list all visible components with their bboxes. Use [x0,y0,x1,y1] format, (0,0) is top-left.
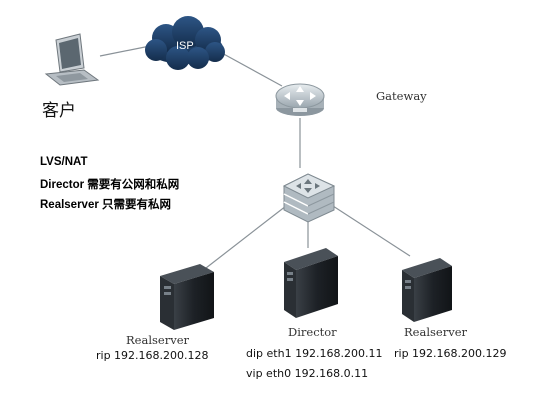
gateway-router-icon [275,83,325,116]
laptop-icon [44,33,100,86]
realserver-left-tower-icon [160,264,214,330]
isp-label: ISP [176,40,194,52]
note-line-3: Realserver 只需要有私网 [40,199,172,211]
link-switch-right [332,205,411,257]
link-switch-left [205,205,287,269]
switch-icon [282,173,336,223]
realserver-right-tower-icon [402,258,452,322]
realserver-right-name: Realserver [404,325,468,339]
director-vip: vip eth0 192.168.0.11 [246,367,369,380]
realserver-right-rip: rip 192.168.200.129 [394,347,507,360]
realserver-left-name: Realserver [126,333,190,347]
link-client-isp [99,45,151,57]
client-label: 客户 [42,101,76,121]
note-line-2: Director 需要有公网和私网 [40,179,180,191]
gateway-label: Gateway [376,89,427,103]
link-isp-gateway [219,51,283,87]
realserver-left-rip: rip 192.168.200.128 [96,349,209,362]
note-line-1: LVS/NAT [40,156,88,168]
director-tower-icon [284,248,338,318]
isp-cloud-icon [145,16,225,70]
director-dip: dip eth1 192.168.200.11 [246,347,383,360]
director-name: Director [288,325,337,339]
